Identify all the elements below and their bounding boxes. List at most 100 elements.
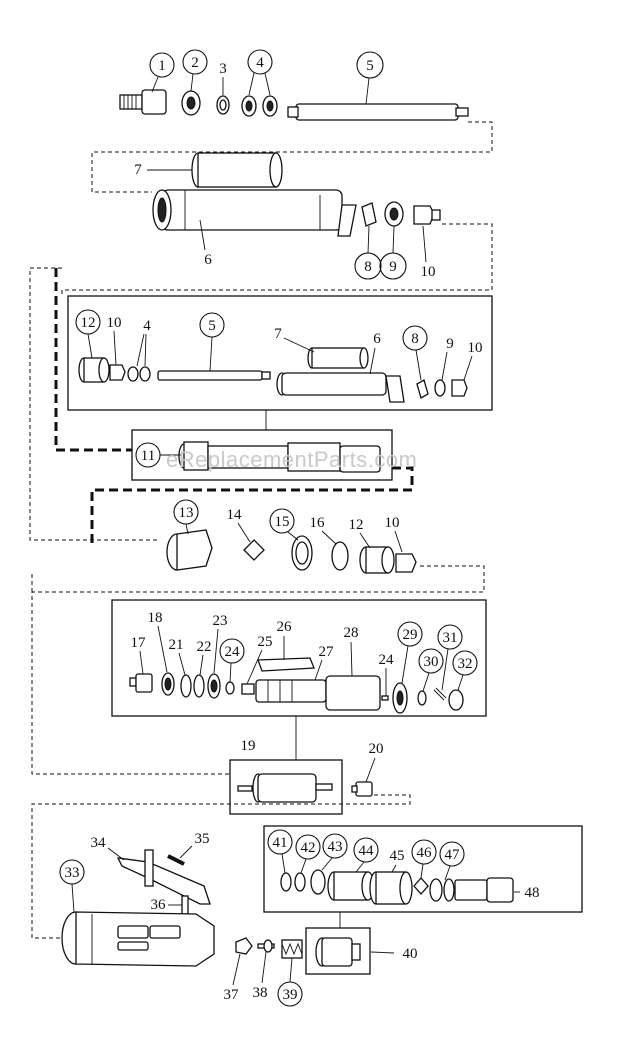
callout-3: 3 <box>219 61 227 77</box>
callout-8-b: 8 <box>411 331 419 347</box>
callout-7-b: 7 <box>274 326 282 342</box>
callout-11: 11 <box>141 448 155 464</box>
callout-4: 4 <box>256 55 264 71</box>
part-2-bearing <box>181 90 201 116</box>
callout-48: 48 <box>525 885 540 901</box>
callouts-box-c: 41 42 43 44 45 46 47 48 <box>267 829 540 901</box>
part-5-shaft <box>287 103 469 121</box>
connector-group-2 <box>61 223 493 296</box>
callout-40: 40 <box>403 946 418 962</box>
callout-43: 43 <box>328 839 343 855</box>
callout-29: 29 <box>403 627 418 643</box>
callout-10-d: 10 <box>385 515 400 531</box>
callout-2: 2 <box>191 55 199 71</box>
callout-45: 45 <box>390 848 405 864</box>
callout-6-b: 6 <box>373 331 381 347</box>
subassembly-box-a <box>67 295 493 411</box>
callout-12: 12 <box>81 315 96 331</box>
callout-35: 35 <box>195 831 210 847</box>
callout-12-b: 12 <box>349 517 364 533</box>
part-37-nut <box>235 937 253 955</box>
callout-24-b: 24 <box>379 652 395 668</box>
callout-41: 41 <box>273 835 288 851</box>
part-33-handle <box>61 911 215 967</box>
callout-16: 16 <box>310 515 326 531</box>
callout-28: 28 <box>344 625 359 641</box>
callout-38: 38 <box>253 985 268 1001</box>
part-40-regulator <box>315 937 361 967</box>
subassembly-box-40 <box>305 927 371 975</box>
loose-parts-row <box>166 529 417 574</box>
callout-20: 20 <box>369 741 384 757</box>
part-39-spring <box>281 939 303 959</box>
part-7-sleeve <box>191 152 283 188</box>
callout-10-b: 10 <box>107 315 122 331</box>
callout-24: 24 <box>225 644 241 660</box>
callout-6: 6 <box>204 252 212 268</box>
callout-25: 25 <box>258 634 273 650</box>
part-4-bearings <box>241 95 278 117</box>
callout-10-c: 10 <box>468 340 483 356</box>
callout-26: 26 <box>277 619 293 635</box>
connector-thick <box>54 268 132 452</box>
part-1-fitting <box>119 89 167 115</box>
connector-left-long <box>29 267 160 541</box>
callout-39: 39 <box>283 987 298 1003</box>
callout-34: 34 <box>91 835 107 851</box>
box-b-parts <box>129 657 464 714</box>
subassembly-box-11 <box>131 429 393 481</box>
part-11-assembly <box>178 441 381 473</box>
callouts-row-1: 1 2 3 4 5 <box>149 49 384 105</box>
callouts-bottom: 34 35 33 36 37 38 39 <box>59 831 303 1007</box>
callout-5: 5 <box>366 58 374 74</box>
callout-44: 44 <box>359 843 375 859</box>
callout-31: 31 <box>443 630 458 646</box>
callout-14: 14 <box>227 507 243 523</box>
connector-20 <box>31 794 411 939</box>
part-35-pin <box>167 854 185 866</box>
callout-15: 15 <box>275 514 290 530</box>
callout-17: 17 <box>131 635 147 651</box>
callouts-box-a: 12 10 4 5 7 6 8 9 10 <box>75 309 483 381</box>
part-9-nut <box>384 201 404 227</box>
subassembly-box-b <box>111 599 487 717</box>
connector-thick-2 <box>90 466 414 545</box>
callout-10: 10 <box>421 264 436 280</box>
callout-30: 30 <box>424 654 439 670</box>
part-19-rotor <box>237 773 333 803</box>
callouts-loose-row: 13 14 15 16 12 10 <box>173 499 403 553</box>
callout-42: 42 <box>301 840 316 856</box>
part-3-ring <box>216 95 230 115</box>
part-10-fitting <box>413 205 441 225</box>
watermark: eReplacementParts.com <box>166 447 417 472</box>
callout-7: 7 <box>134 162 142 178</box>
callout-5-b: 5 <box>208 318 216 334</box>
callout-8: 8 <box>364 259 372 275</box>
connector-top <box>91 121 493 193</box>
connector-motor <box>31 565 485 775</box>
callout-32: 32 <box>458 656 473 672</box>
callout-46: 46 <box>417 845 433 861</box>
callout-4-b: 4 <box>143 318 151 334</box>
box-a-parts <box>78 347 468 403</box>
callout-33: 33 <box>65 865 80 881</box>
callout-27: 27 <box>319 644 335 660</box>
callout-1: 1 <box>158 58 166 74</box>
part-38-valve-stem <box>257 939 275 953</box>
callout-19: 19 <box>241 738 256 754</box>
callout-47: 47 <box>445 847 461 863</box>
callout-23: 23 <box>213 613 228 629</box>
callout-22: 22 <box>197 639 212 655</box>
callouts-box-b: 18 23 26 28 29 31 17 21 22 24 25 27 24 3… <box>131 610 478 696</box>
part-20-valve <box>351 781 373 797</box>
callout-36: 36 <box>151 897 167 913</box>
callout-13: 13 <box>179 505 194 521</box>
subassembly-box-19 <box>229 759 343 815</box>
callout-9-b: 9 <box>446 336 454 352</box>
part-8-clip <box>361 202 377 227</box>
part-34-lever <box>116 849 211 905</box>
part-36-pin <box>181 895 189 915</box>
box-c-parts <box>280 869 514 905</box>
callout-21: 21 <box>169 637 184 653</box>
